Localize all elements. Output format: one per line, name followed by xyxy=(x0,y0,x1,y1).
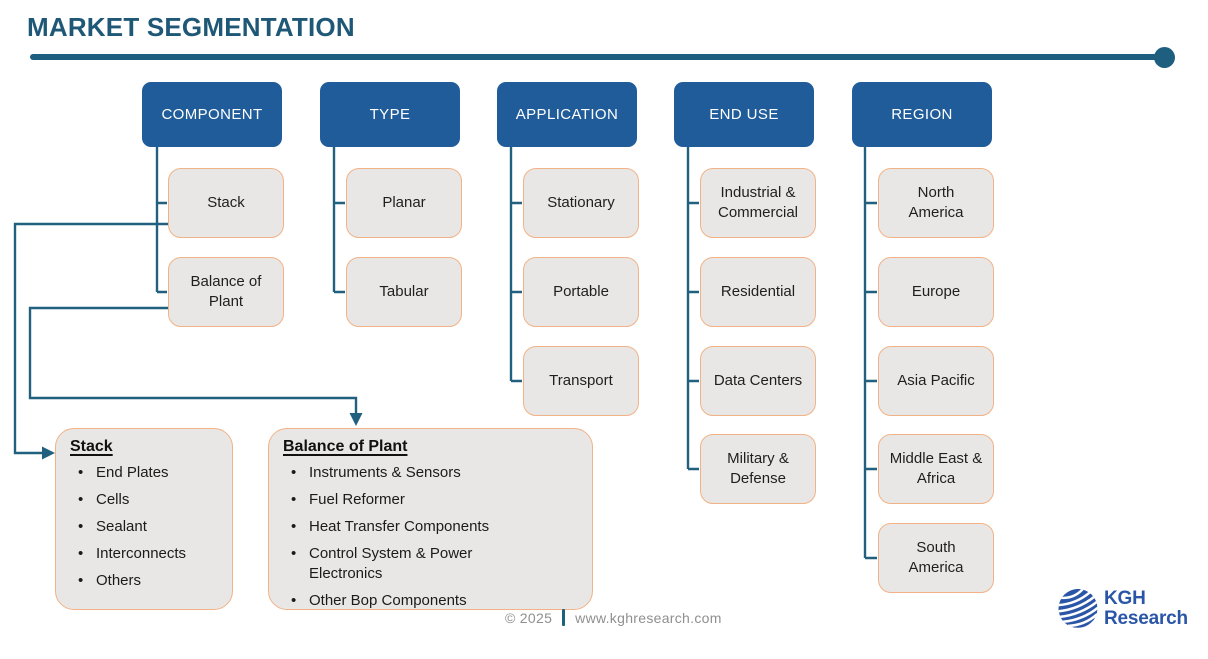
footer: © 2025 www.kghresearch.com xyxy=(505,609,722,626)
globe-icon xyxy=(1058,588,1099,631)
component-branch-line xyxy=(155,147,167,294)
list-item: Cells xyxy=(70,490,218,510)
list-item: Others xyxy=(70,571,218,591)
item-tabular: Tabular xyxy=(346,257,462,327)
title-underline xyxy=(30,54,1159,60)
detail-bullet-list: End Plates Cells Sealant Interconnects O… xyxy=(70,463,218,591)
type-branch-line xyxy=(332,147,345,294)
detail-box-title: Balance of Plant xyxy=(283,438,408,455)
stack-arrowhead-icon xyxy=(42,446,55,460)
item-south-america: South America xyxy=(878,523,994,593)
footer-separator xyxy=(562,609,566,626)
item-residential: Residential xyxy=(700,257,816,327)
item-portable: Portable xyxy=(523,257,639,327)
item-middle-east-africa: Middle East & Africa xyxy=(878,434,994,504)
stack-detail-arrow-line xyxy=(13,222,168,455)
region-branch-line xyxy=(863,147,877,560)
detail-box-stack: Stack End Plates Cells Sealant Interconn… xyxy=(55,428,233,610)
bop-arrowhead-icon xyxy=(349,413,363,426)
item-transport: Transport xyxy=(523,346,639,416)
logo-line-1: KGH xyxy=(1104,587,1146,609)
column-header-type: TYPE xyxy=(320,82,460,147)
item-asia-pacific: Asia Pacific xyxy=(878,346,994,416)
list-item: Interconnects xyxy=(70,544,218,564)
page-title: MARKET SEGMENTATION xyxy=(27,12,355,42)
column-header-end-use: END USE xyxy=(674,82,814,147)
item-industrial-commercial: Industrial & Commercial xyxy=(700,168,816,238)
item-military-defense: Military & Defense xyxy=(700,434,816,504)
copyright-text: © 2025 xyxy=(505,609,553,626)
list-item: Other Bop Components xyxy=(283,591,578,611)
list-item: End Plates xyxy=(70,463,218,483)
logo-line-2: Research xyxy=(1104,607,1188,629)
item-stationary: Stationary xyxy=(523,168,639,238)
detail-box-title: Stack xyxy=(70,438,113,455)
item-data-centers: Data Centers xyxy=(700,346,816,416)
item-balance-of-plant: Balance of Plant xyxy=(168,257,284,327)
list-item: Fuel Reformer xyxy=(283,490,578,510)
website-url: www.kghresearch.com xyxy=(575,609,722,626)
item-europe: Europe xyxy=(878,257,994,327)
detail-bullet-list: Instruments & Sensors Fuel Reformer Heat… xyxy=(283,463,578,611)
end-use-branch-line xyxy=(686,147,699,471)
item-stack: Stack xyxy=(168,168,284,238)
title-underline-dot xyxy=(1154,47,1175,68)
application-branch-line xyxy=(509,147,522,383)
item-planar: Planar xyxy=(346,168,462,238)
list-item: Heat Transfer Components xyxy=(283,517,578,537)
list-item: Sealant xyxy=(70,517,218,537)
list-item: Instruments & Sensors xyxy=(283,463,578,483)
list-item: Control System & Power Electronics xyxy=(283,544,578,584)
column-header-region: REGION xyxy=(852,82,992,147)
column-header-application: APPLICATION xyxy=(497,82,637,147)
logo-wordmark: KGH Research xyxy=(1104,587,1188,629)
column-header-component: COMPONENT xyxy=(142,82,282,147)
item-north-america: North America xyxy=(878,168,994,238)
detail-box-balance-of-plant: Balance of Plant Instruments & Sensors F… xyxy=(268,428,593,611)
kgh-research-logo: KGH Research xyxy=(1057,585,1188,632)
